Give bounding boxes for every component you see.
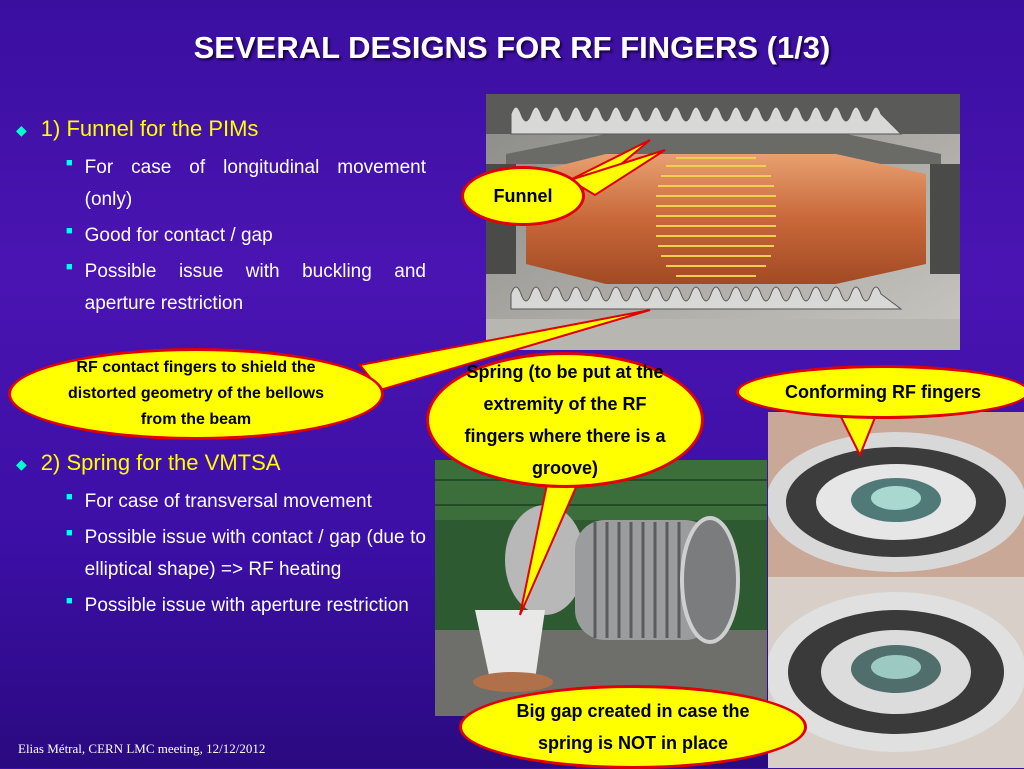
square-bullet-icon: ■ — [66, 491, 73, 503]
section-heading: ◆ 1) Funnel for the PIMs — [16, 116, 259, 141]
bullet-item: ■ Possible issue with contact / gap (due… — [16, 522, 426, 586]
square-bullet-icon: ■ — [66, 157, 73, 169]
bullet-item: ■ For case of longitudinal movement (onl… — [16, 152, 426, 216]
diamond-bullet-icon: ◆ — [16, 456, 27, 472]
callout-spring: Spring (to be put at the extremity of th… — [426, 352, 704, 488]
callout-big-gap: Big gap created in case the spring is NO… — [459, 685, 807, 769]
callout-rf-contact: RF contact fingers to shield the distort… — [8, 348, 384, 440]
funnel-cutaway-photo — [486, 94, 960, 350]
footer: Elias Métral, CERN LMC meeting, 12/12/20… — [18, 741, 266, 756]
bullet-item: ■ Possible issue with buckling and apert… — [16, 256, 426, 320]
diamond-bullet-icon: ◆ — [16, 122, 27, 138]
section-heading: ◆ 2) Spring for the VMTSA — [16, 450, 281, 475]
square-bullet-icon: ■ — [66, 225, 73, 237]
square-bullet-icon: ■ — [66, 595, 73, 607]
section-spring: ◆ 2) Spring for the VMTSA ■ For case of … — [16, 450, 426, 622]
big-gap-photo — [768, 577, 1024, 768]
section-funnel: ◆ 1) Funnel for the PIMs ■ For case of l… — [16, 116, 426, 320]
page-title: SEVERAL DESIGNS FOR RF FINGERS (1/3) — [193, 30, 831, 65]
bullet-item: ■ For case of transversal movement — [16, 486, 426, 518]
callout-funnel: Funnel — [461, 166, 585, 226]
callout-conforming: Conforming RF fingers — [736, 365, 1024, 419]
square-bullet-icon: ■ — [66, 527, 73, 539]
spring-setup-photo — [435, 460, 767, 716]
conforming-fingers-photo — [768, 412, 1024, 577]
bullet-item: ■ Good for contact / gap — [16, 220, 426, 252]
square-bullet-icon: ■ — [66, 261, 73, 273]
bullet-item: ■ Possible issue with aperture restricti… — [16, 590, 426, 622]
